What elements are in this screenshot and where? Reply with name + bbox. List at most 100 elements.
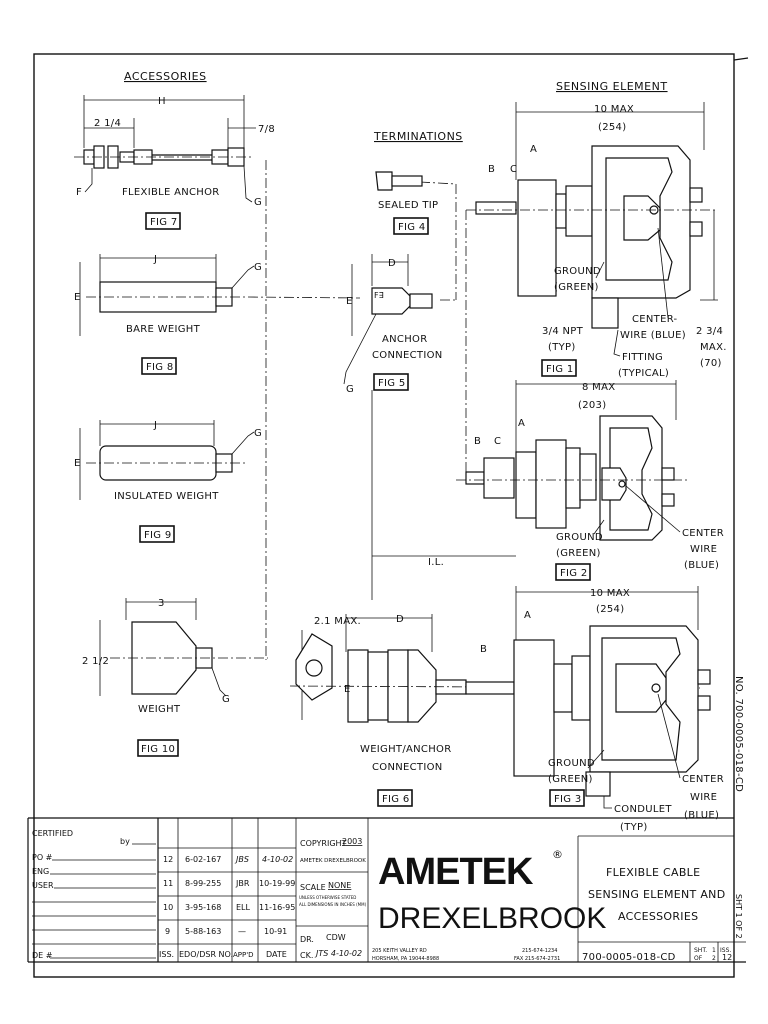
fig3-label: FIG 3 <box>554 794 582 805</box>
dim-b-fig1: B <box>488 164 495 175</box>
sensing-element-heading: SENSING ELEMENT <box>556 80 668 93</box>
rev-iss-12: 12 <box>163 855 173 864</box>
label-insulated-weight: INSULATED WEIGHT <box>114 491 219 502</box>
rev-date-12: 4-10-02 <box>262 855 293 864</box>
dim-254-fig3: (254) <box>596 604 624 615</box>
fig6-box <box>377 789 413 807</box>
dim-c-fig1: C <box>510 164 517 175</box>
dim-e-fig6: E <box>344 684 351 695</box>
dim-max-fig1: MAX. <box>700 342 727 353</box>
col-app: APP'D <box>233 951 254 959</box>
label-sealed-tip: SEALED TIP <box>378 200 438 211</box>
dim-a-fig3: A <box>524 610 531 621</box>
dim-d-fig6: D <box>396 614 404 625</box>
fig9-box <box>139 525 175 543</box>
fig5-detail-mark: F∃ <box>374 291 384 300</box>
fig7-flexible-anchor: H 2 1/4 7/8 F FLEXIBLE ANCHOR G FIG 7 <box>74 95 275 230</box>
ck-label: CK. <box>300 951 313 960</box>
dim-3: 3 <box>158 598 165 609</box>
tolerance-line-1: UNLESS OTHERWISE STATED <box>299 895 356 900</box>
dim-j-fig8: J <box>153 254 157 265</box>
title-block: CERTIFIED by PO # ENG USER DE # 12 6-02-… <box>27 817 746 963</box>
fig9-insulated-weight: J E G INSULATED WEIGHT FIG 9 <box>74 420 262 543</box>
dim-a-fig2: A <box>518 418 525 429</box>
label-blue-fig2: (BLUE) <box>684 560 719 571</box>
dim-2-1-2: 2 1/2 <box>82 656 109 667</box>
dim-j-fig9: J <box>153 420 157 431</box>
title-line-1: FLEXIBLE CABLE <box>606 866 700 879</box>
dim-d-fig5: D <box>388 258 396 269</box>
dim-2-1-4: 2 1/4 <box>94 118 121 129</box>
registered-mark: ® <box>552 848 563 861</box>
of-value: 2 <box>712 955 716 962</box>
brand-ametek-logo: AMETEK <box>378 851 534 893</box>
fig4-label: FIG 4 <box>398 222 426 233</box>
fig10-label: FIG 10 <box>141 744 175 755</box>
col-date: DATE <box>266 950 287 959</box>
rev-edo-11: 8-99-255 <box>185 879 221 888</box>
label-conduit: CONDULET <box>614 804 672 815</box>
fig2-label: FIG 2 <box>560 568 588 579</box>
label-center-fig2: CENTER <box>682 528 724 539</box>
fax-number: FAX 215-674-2731 <box>514 956 560 962</box>
dim-g-fig7: G <box>254 197 262 208</box>
title-line-3: ACCESSORIES <box>618 910 698 923</box>
dim-g-fig10: G <box>222 694 230 705</box>
col-edo: EDO/DSR NO. <box>179 950 233 959</box>
dim-254-fig1: (254) <box>598 122 626 133</box>
rev-app-9: — <box>238 927 246 936</box>
dim-2-3-4: 2 3/4 <box>696 326 723 337</box>
label-center-fig1: CENTER- <box>632 314 678 325</box>
dim-7-8: 7/8 <box>258 124 275 135</box>
issue-value: 12 <box>722 953 732 962</box>
dim-203: (203) <box>578 400 606 411</box>
label-connection-fig6: CONNECTION <box>372 762 443 773</box>
dim-g-fig9: G <box>254 428 262 439</box>
dim-g-fig8: G <box>254 262 262 273</box>
fig3-box <box>549 789 585 807</box>
sheet-value: 1 <box>712 947 716 954</box>
fig2-box <box>555 563 591 581</box>
fig1-sensing-element: 10 MAX (254) A B C 2 3/4 MAX. (70) GROUN… <box>466 102 727 379</box>
copyright-owner: AMETEK DREXELBROOK <box>300 858 366 864</box>
label-anchor: ANCHOR <box>382 334 427 345</box>
fig6-weight-anchor-connection: I.L. 2.1 MAX. D E WEIGHT/ANCHOR CONNECTI… <box>289 555 701 807</box>
fig6-label: FIG 6 <box>382 794 410 805</box>
scale-label: SCALE <box>300 883 326 892</box>
of-label: OF <box>694 955 703 962</box>
address-line-1: 205 KEITH VALLEY RD <box>372 948 427 954</box>
fig10-box <box>137 739 179 757</box>
label-wire-blue-fig1: WIRE (BLUE) <box>620 330 686 341</box>
rev-iss-10: 10 <box>163 903 173 912</box>
rev-app-10: ELL <box>236 903 251 912</box>
side-sheet-number: SHT 1 OF 2 <box>734 894 743 939</box>
label-flexible-anchor: FLEXIBLE ANCHOR <box>122 187 220 198</box>
label-green-fig2: (GREEN) <box>556 548 601 559</box>
label-center-fig3: CENTER <box>682 774 724 785</box>
label-typ-fig3: (TYP) <box>620 822 648 833</box>
dim-c-fig2: C <box>494 436 501 447</box>
by-label: by <box>120 837 130 846</box>
dim-il: I.L. <box>428 557 444 568</box>
fig5-label: FIG 5 <box>378 378 406 389</box>
certified-label: CERTIFIED <box>32 829 73 838</box>
rev-date-11: 10-19-99 <box>259 879 295 888</box>
label-3-4-npt: 3/4 NPT <box>542 326 584 337</box>
label-ground-fig1: GROUND <box>554 266 601 277</box>
drawing-number: 700-0005-018-CD <box>582 952 676 963</box>
title-line-2: SENSING ELEMENT AND <box>588 888 725 901</box>
rev-iss-11: 11 <box>163 879 173 888</box>
fig1-box <box>541 359 577 377</box>
fig8-label: FIG 8 <box>146 362 174 373</box>
sheet-label: SHT. <box>694 947 707 954</box>
de-label: DE # <box>32 951 53 960</box>
ck-value: JTS 4-10-02 <box>314 949 362 958</box>
dim-h: H <box>158 96 166 107</box>
dim-e-fig8: E <box>74 292 81 303</box>
label-fitting: FITTING <box>622 352 663 363</box>
rev-iss-9: 9 <box>165 927 170 936</box>
dim-e-fig5: E <box>346 296 353 307</box>
rev-edo-9: 5-88-163 <box>185 927 221 936</box>
label-ground-fig3: GROUND <box>548 758 595 769</box>
label-connection-fig5: CONNECTION <box>372 350 443 361</box>
